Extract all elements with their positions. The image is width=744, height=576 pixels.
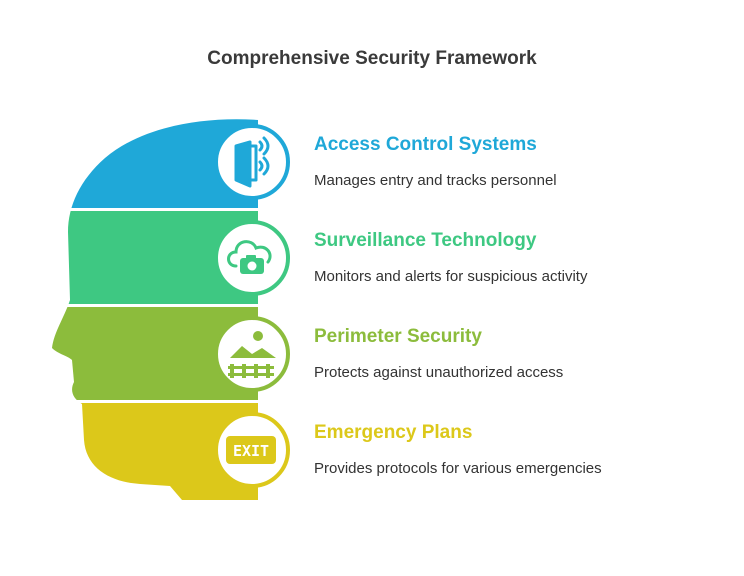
item-desc-perimeter: Protects against unauthorized access [314, 364, 564, 381]
item-title-emergency: Emergency Plans [314, 422, 473, 443]
item-desc-access-control: Manages entry and tracks personnel [314, 172, 557, 189]
surveillance-badge [214, 220, 290, 296]
item-desc-surveillance: Monitors and alerts for suspicious activ… [314, 268, 588, 285]
emergency-badge: EXIT [214, 412, 290, 488]
perimeter-badge [214, 316, 290, 392]
item-title-access-control: Access Control Systems [314, 134, 537, 155]
landscape-fence-icon [228, 331, 276, 378]
door-access-icon [234, 136, 270, 188]
diagram-title: Comprehensive Security Framework [207, 48, 537, 69]
item-title-perimeter: Perimeter Security [314, 326, 482, 347]
item-desc-emergency: Provides protocols for various emergenci… [314, 460, 602, 477]
item-title-surveillance: Surveillance Technology [314, 230, 537, 251]
access-control-badge [214, 124, 290, 200]
exit-sign-icon: EXIT [226, 436, 276, 464]
exit-sign-text: EXIT [233, 442, 269, 460]
cloud-camera-icon [227, 240, 272, 274]
